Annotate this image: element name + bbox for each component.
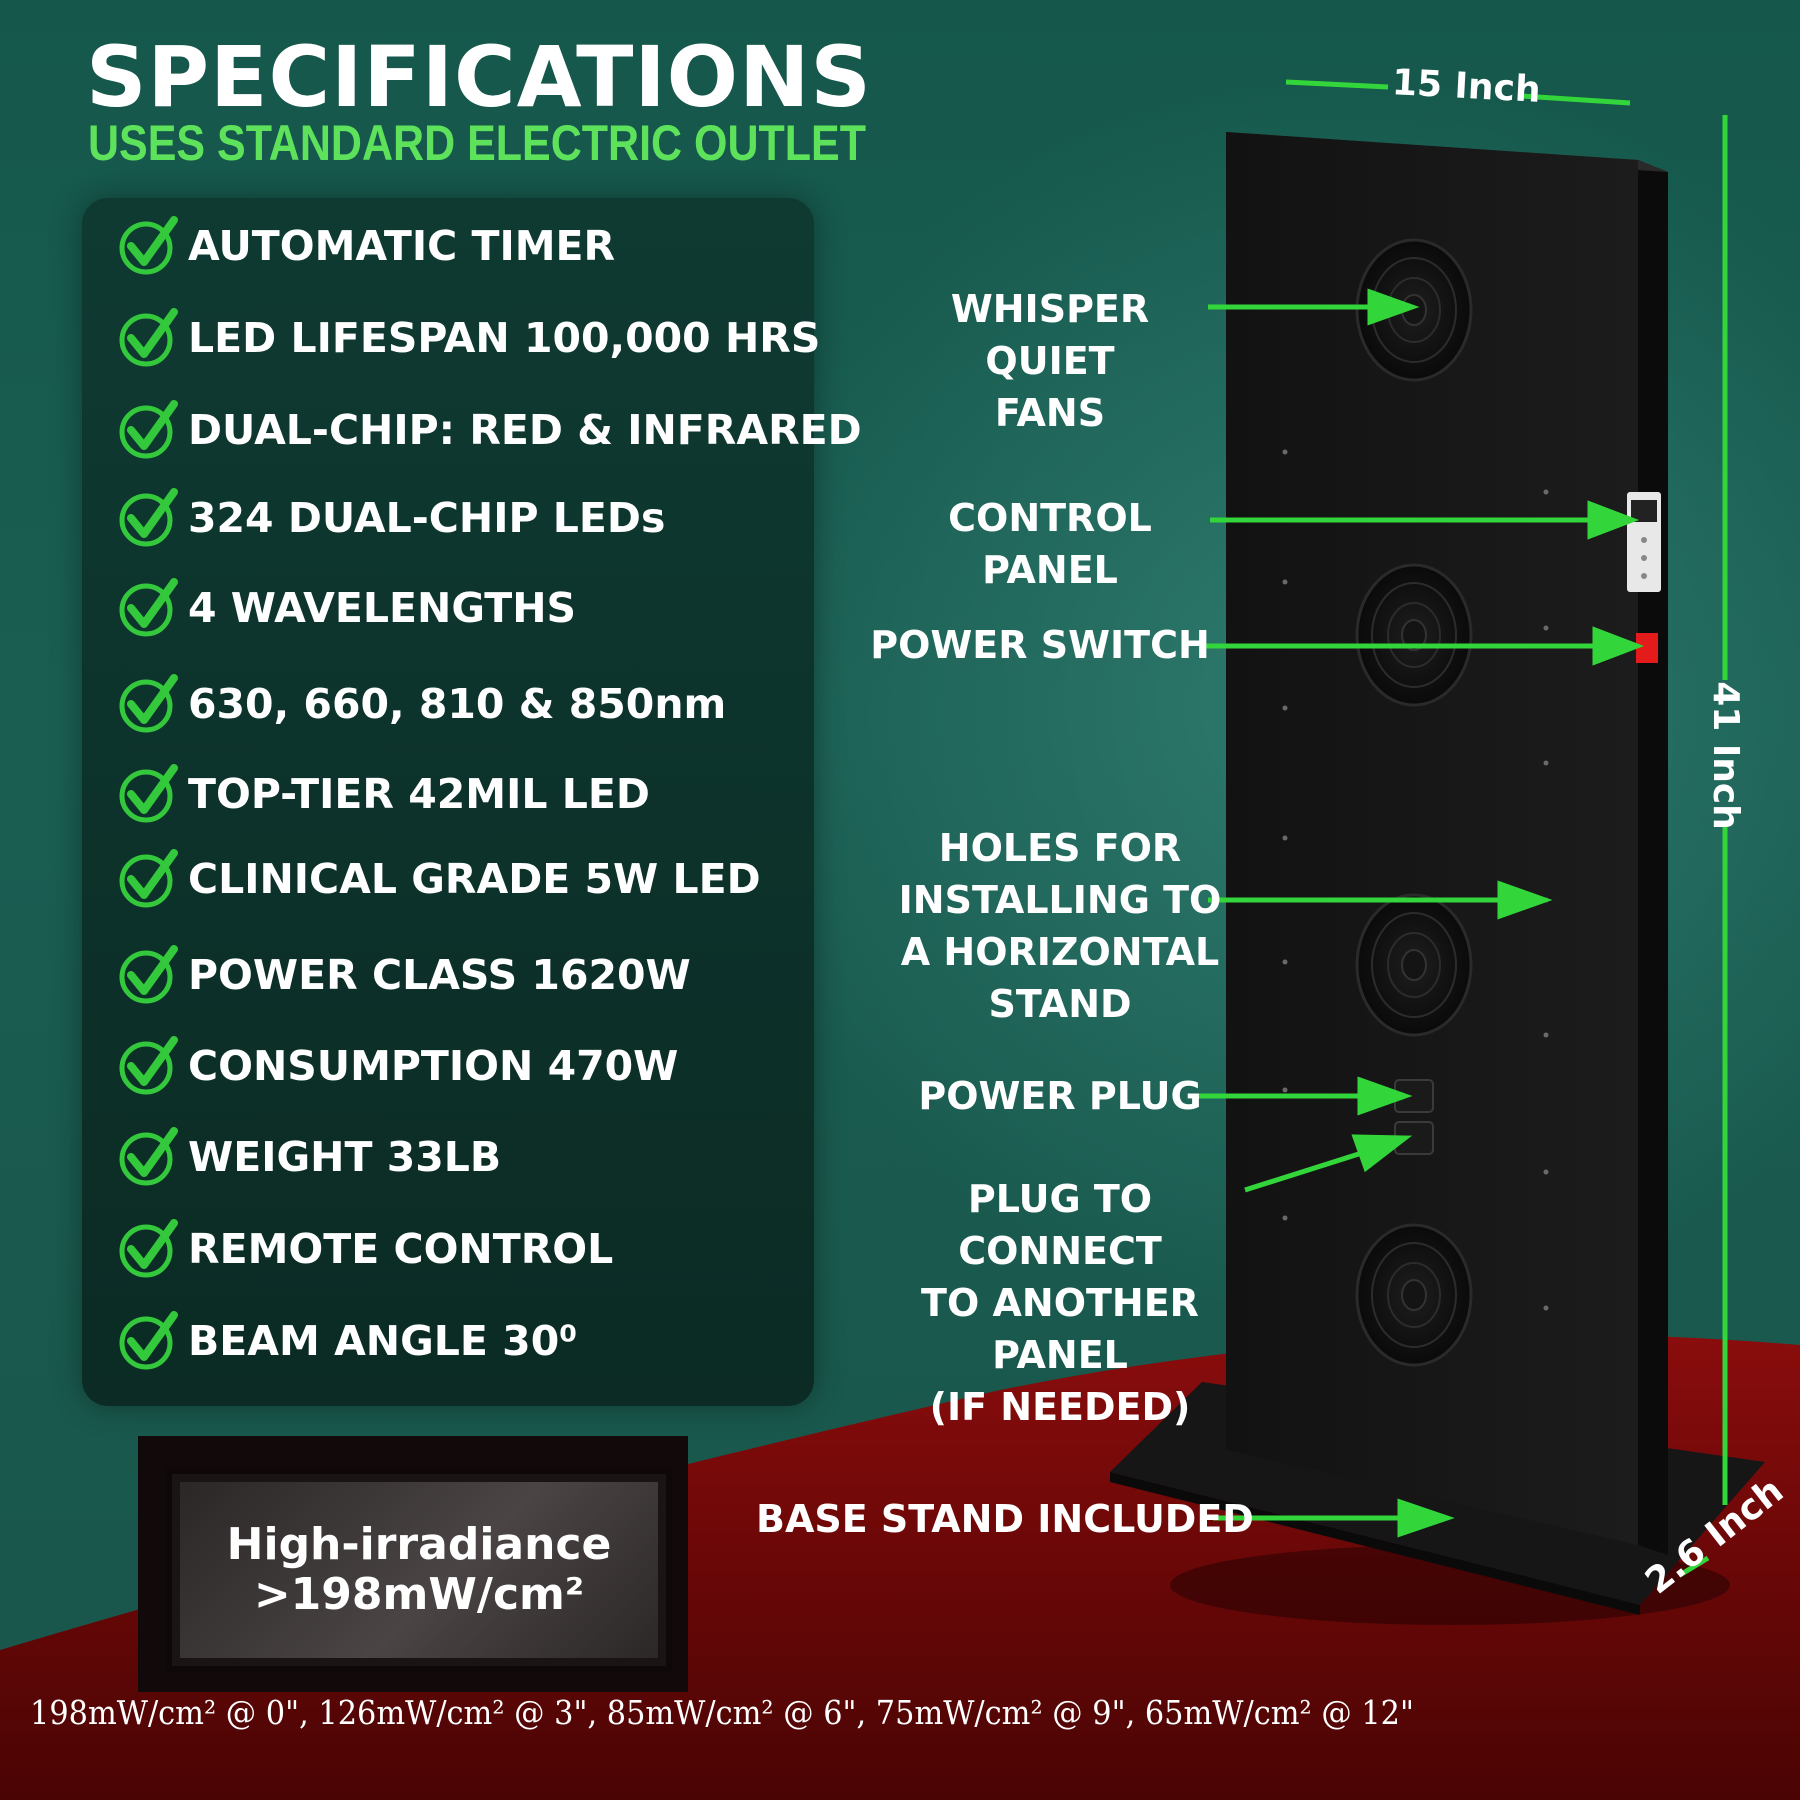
spec-item-label: 324 DUAL-CHIP LEDs — [188, 494, 666, 542]
check-circle-icon — [119, 1127, 178, 1186]
callout-fans-line2: FANS — [994, 391, 1106, 435]
callout-holes-line3: A HORIZONTAL — [900, 930, 1220, 974]
spec-item-label: BEAM ANGLE 30⁰ — [188, 1317, 578, 1365]
page-title: SPECIFICATIONS — [86, 28, 872, 126]
callout-holes: HOLES FOR INSTALLING TO A HORIZONTAL STA… — [890, 822, 1230, 1030]
control-panel-icon — [1627, 492, 1661, 592]
spec-item: 324 DUAL-CHIP LEDs — [118, 488, 665, 548]
callout-connect-plug-line2: TO ANOTHER PANEL — [921, 1281, 1199, 1377]
callout-power-plug: POWER PLUG — [918, 1074, 1202, 1118]
callout-holes-line2: INSTALLING TO — [898, 878, 1222, 922]
spec-item-label: LED LIFESPAN 100,000 HRS — [188, 314, 821, 362]
spec-item: LED LIFESPAN 100,000 HRS — [118, 308, 820, 368]
check-circle-icon — [119, 1219, 178, 1278]
check-circle-icon — [119, 578, 178, 637]
spec-item: WEIGHT 33LB — [118, 1127, 501, 1187]
check-circle-icon — [119, 488, 178, 547]
spec-item-label: DUAL-CHIP: RED & INFRARED — [188, 406, 862, 454]
check-circle-icon — [119, 1311, 178, 1370]
spec-item-label: 630, 660, 810 & 850nm — [188, 680, 727, 728]
spec-item: POWER CLASS 1620W — [118, 945, 691, 1005]
irradiance-value: >198mW/cm² — [253, 1569, 585, 1620]
callout-control-panel: CONTROL PANEL — [948, 496, 1152, 592]
callout-power-switch: POWER SWITCH — [870, 623, 1210, 667]
page-subtitle: USES STANDARD ELECTRIC OUTLET — [88, 115, 866, 171]
callout-fans-line1: WHISPER QUIET — [950, 287, 1150, 383]
callout-connect-plug-line1: PLUG TO CONNECT — [958, 1177, 1162, 1273]
spec-item-label: TOP-TIER 42MIL LED — [188, 770, 650, 818]
spec-item-label: REMOTE CONTROL — [188, 1225, 614, 1273]
check-circle-icon — [119, 400, 178, 459]
spec-item-label: 4 WAVELENGTHS — [188, 584, 577, 632]
check-circle-icon — [119, 945, 178, 1004]
spec-item: BEAM ANGLE 30⁰ — [118, 1311, 577, 1371]
fan-icon — [1355, 238, 1473, 382]
callout-connect-plug-line3: (IF NEEDED) — [929, 1385, 1191, 1429]
check-circle-icon — [119, 1036, 178, 1095]
check-circle-icon — [119, 308, 178, 367]
callout-connect-plug: PLUG TO CONNECT TO ANOTHER PANEL (IF NEE… — [860, 1173, 1260, 1433]
fan-icon — [1355, 563, 1473, 707]
check-circle-icon — [119, 216, 178, 275]
spec-item-label: CLINICAL GRADE 5W LED — [188, 855, 761, 903]
device-front — [1226, 132, 1638, 1545]
callout-holes-line1: HOLES FOR — [938, 826, 1182, 870]
power-switch-icon — [1636, 633, 1658, 663]
callout-arrows — [1190, 288, 1645, 1538]
irradiance-label: High-irradiance — [226, 1519, 612, 1570]
check-circle-icon — [119, 849, 178, 908]
dimension-width: 15 Inch — [1391, 62, 1542, 111]
spec-item-label: AUTOMATIC TIMER — [188, 222, 616, 270]
callout-base-stand: BASE STAND INCLUDED — [756, 1497, 1254, 1541]
dimension-height: 41 Inch — [1704, 681, 1746, 830]
base-stand-edge — [1110, 1472, 1640, 1615]
spec-item: 4 WAVELENGTHS — [118, 578, 576, 638]
spec-item: 630, 660, 810 & 850nm — [118, 674, 726, 734]
spec-item-label: POWER CLASS 1620W — [188, 951, 691, 999]
spec-item: REMOTE CONTROL — [118, 1219, 613, 1279]
spec-item: DUAL-CHIP: RED & INFRARED — [118, 400, 862, 460]
device-side — [1638, 160, 1668, 1555]
check-circle-icon — [119, 764, 178, 823]
spec-item: CONSUMPTION 470W — [118, 1036, 678, 1096]
callout-holes-line4: STAND — [988, 982, 1132, 1026]
irradiance-distance-footnote: 198mW/cm² @ 0", 126mW/cm² @ 3", 85mW/cm²… — [30, 1693, 1414, 1732]
spec-item-label: CONSUMPTION 470W — [188, 1042, 679, 1090]
check-circle-icon — [119, 674, 178, 733]
fan-icon — [1355, 893, 1473, 1037]
spec-item: CLINICAL GRADE 5W LED — [118, 849, 761, 909]
dimension-lines — [1285, 79, 1728, 1578]
spec-list-panel: AUTOMATIC TIMER LED LIFESPAN 100,000 HRS D… — [82, 198, 862, 1406]
irradiance-badge-inner: High-irradiance >198mW/cm² — [166, 1468, 672, 1672]
spec-item: AUTOMATIC TIMER — [118, 216, 615, 276]
callout-fans: WHISPER QUIET FANS — [900, 283, 1200, 439]
spec-item: TOP-TIER 42MIL LED — [118, 764, 650, 824]
fan-icon — [1355, 1223, 1473, 1367]
mounting-holes — [1282, 449, 1549, 1311]
irradiance-badge: High-irradiance >198mW/cm² — [138, 1436, 688, 1692]
spec-item-label: WEIGHT 33LB — [188, 1133, 502, 1181]
